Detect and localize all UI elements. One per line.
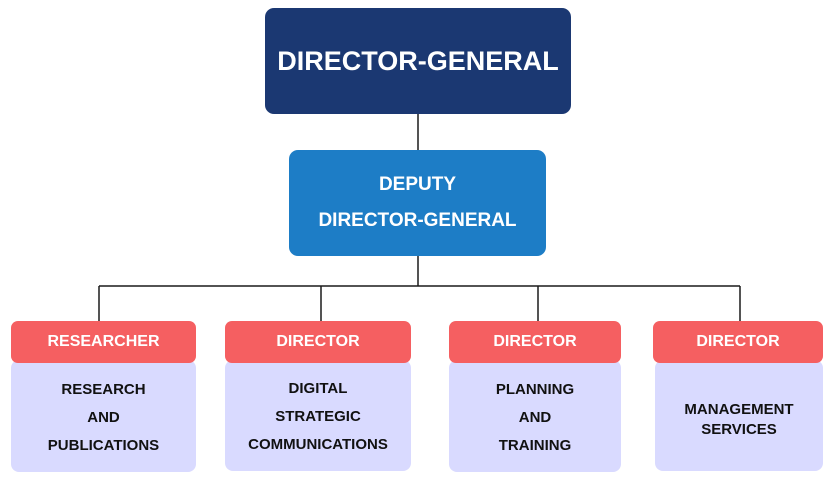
- dept-3-line-2: AND: [518, 409, 552, 426]
- dept-2-line-1: DIGITAL: [288, 379, 348, 397]
- dept-3-line-3: TRAINING: [498, 437, 572, 454]
- dept-1-line-3: PUBLICATIONS: [47, 437, 160, 454]
- dept-2-role: DIRECTOR: [225, 321, 411, 363]
- dept-4-line-2: SERVICES: [701, 420, 777, 438]
- dept-1-body: RESEARCH AND PUBLICATIONS: [11, 360, 196, 472]
- director-general-box: DIRECTOR-GENERAL: [265, 8, 571, 114]
- dept-1-line-2: AND: [87, 409, 120, 426]
- dept-3-line-1: PLANNING: [495, 381, 575, 398]
- dept-4-role: DIRECTOR: [653, 321, 823, 363]
- dept-1-role: RESEARCHER: [11, 321, 196, 363]
- dept-2-body: DIGITAL STRATEGIC COMMUNICATIONS: [225, 360, 411, 471]
- dept-4-line-1: MANAGEMENT: [684, 400, 794, 418]
- dept-2-line-3: COMMUNICATIONS: [248, 435, 388, 453]
- deputy-line-2: DIRECTOR-GENERAL: [318, 210, 517, 231]
- deputy-director-general-box: DEPUTY DIRECTOR-GENERAL: [289, 150, 546, 256]
- dept-2-line-2: STRATEGIC: [275, 407, 361, 425]
- dept-1-line-1: RESEARCH: [61, 381, 146, 398]
- dept-3-body: PLANNING AND TRAINING: [449, 360, 621, 472]
- deputy-line-1: DEPUTY: [378, 174, 457, 195]
- dept-3-role: DIRECTOR: [449, 321, 621, 363]
- dept-4-body: MANAGEMENT SERVICES: [655, 360, 823, 471]
